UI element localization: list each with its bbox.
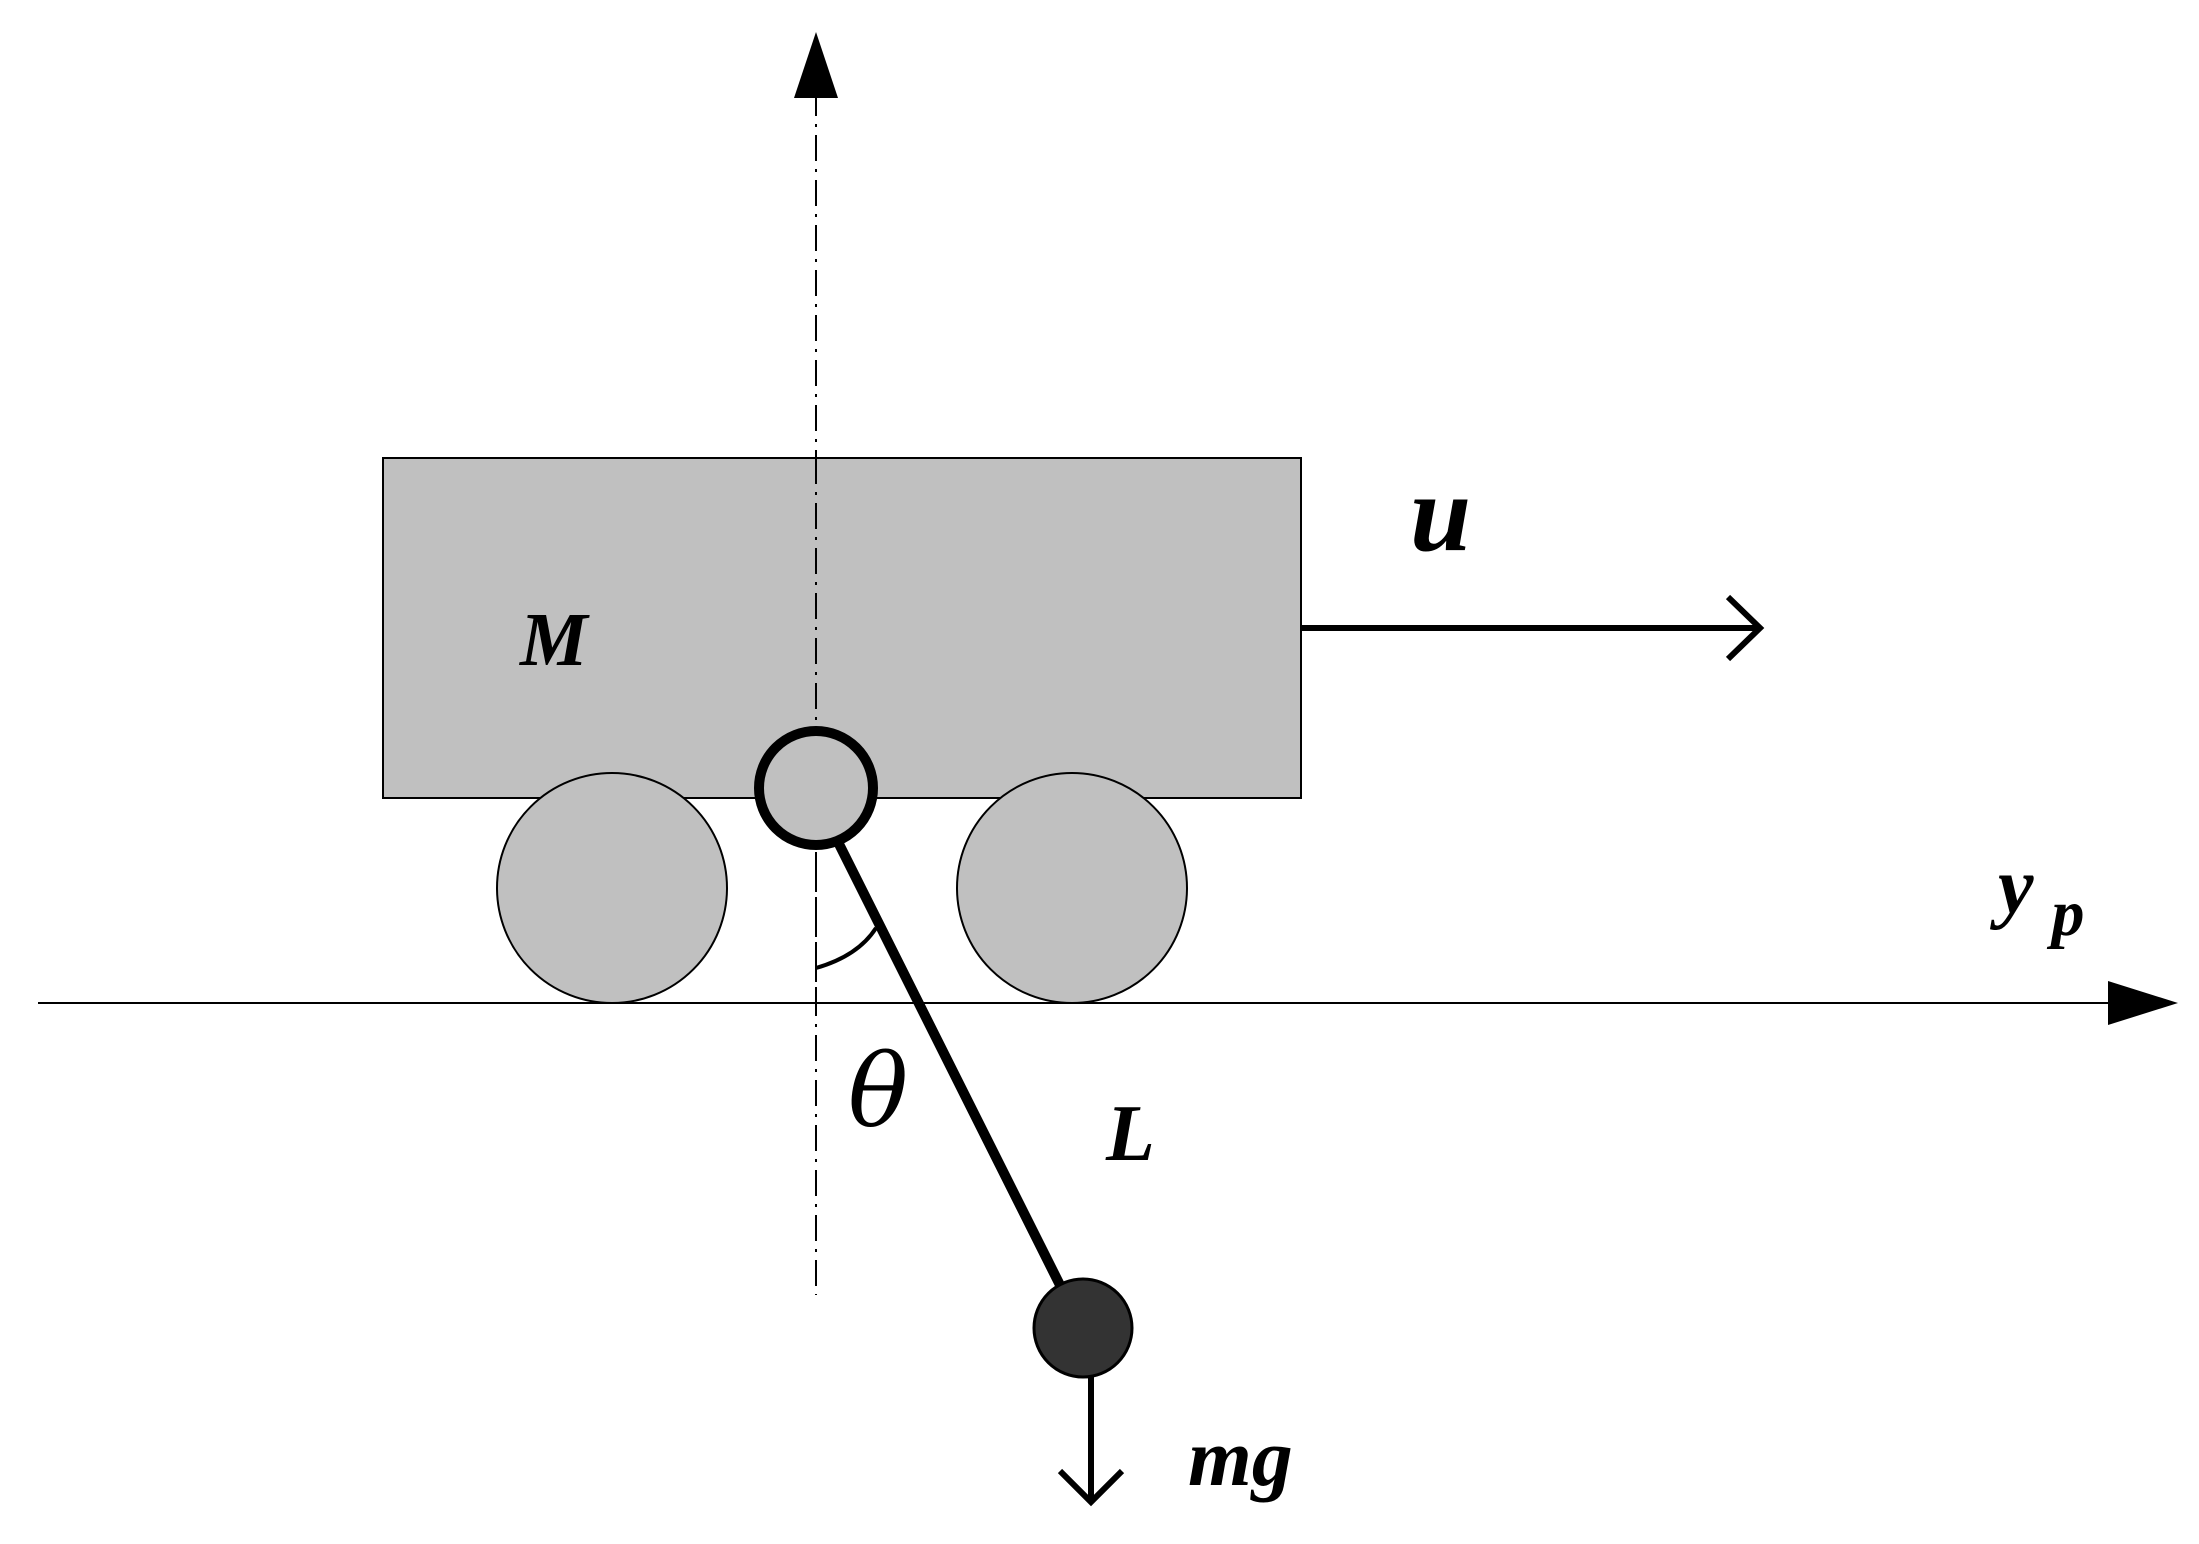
pendulum-bob — [1032, 1277, 1134, 1379]
left-wheel — [496, 772, 728, 1004]
force-arrowhead — [1725, 594, 1765, 662]
label-axis-y-main: y — [1989, 843, 2034, 931]
label-rod-length: L — [1105, 1090, 1155, 1178]
right-wheel — [956, 772, 1188, 1004]
pendulum-rod — [830, 831, 1085, 1330]
label-axis-y-subscript: p — [2047, 877, 2085, 950]
horizontal-axis-arrowhead — [2108, 981, 2178, 1025]
gravity-arrowhead — [1057, 1468, 1125, 1507]
label-force-u: u — [1410, 452, 1471, 574]
label-cart-mass: M — [519, 598, 590, 682]
pivot-joint — [754, 726, 878, 850]
vertical-axis-arrowhead — [794, 32, 838, 98]
label-angle-theta: θ — [848, 1033, 908, 1150]
label-gravity-mg: mg — [1188, 1412, 1293, 1503]
angle-arc — [815, 926, 878, 970]
